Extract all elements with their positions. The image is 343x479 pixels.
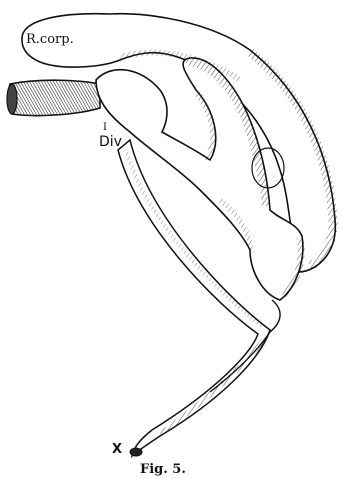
figure-caption: Fig. 5. xyxy=(140,462,186,477)
left-straight-tube xyxy=(9,80,100,115)
label-x: X xyxy=(112,442,122,457)
label-div: Div xyxy=(99,134,122,150)
label-i: I xyxy=(103,122,107,133)
label-r-corp: R.corp. xyxy=(26,32,74,47)
